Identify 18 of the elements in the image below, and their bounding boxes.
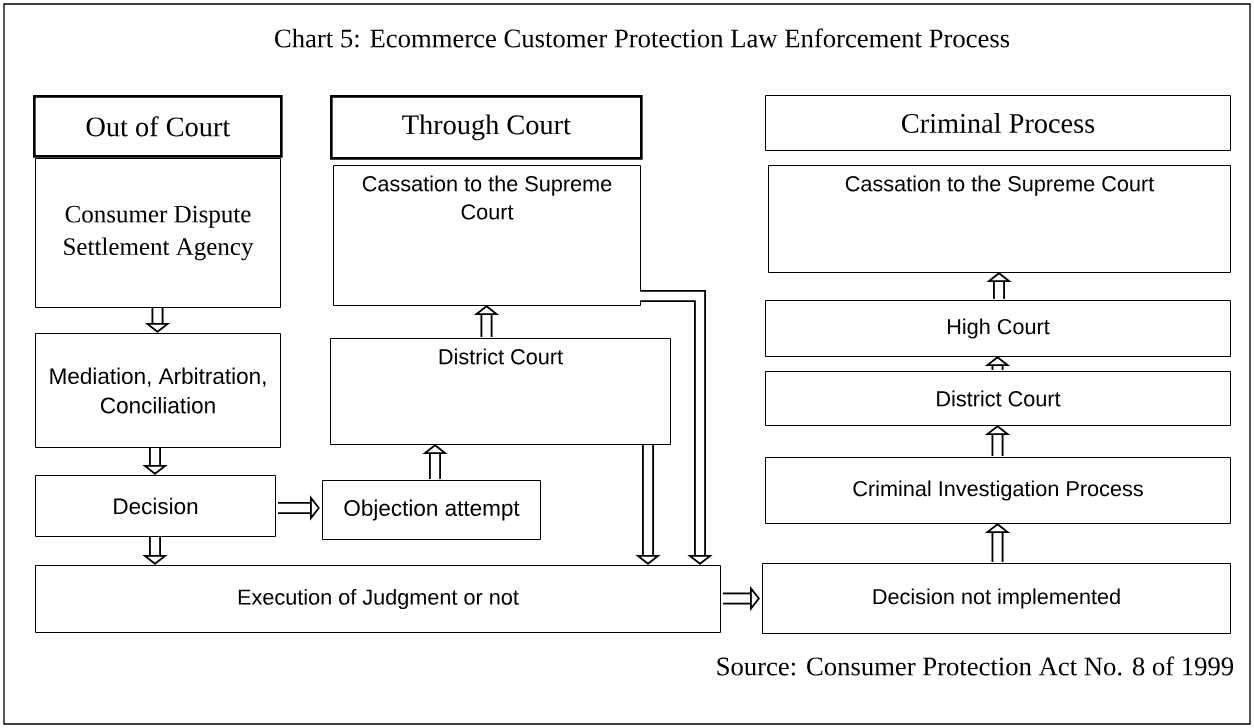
process-box: Mediation, Arbitration, Conciliation	[35, 333, 281, 448]
process-box: High Court	[765, 300, 1231, 357]
process-box: Decision not implemented	[762, 563, 1231, 634]
process-box: District Court	[330, 338, 671, 445]
source-note: Source: Consumer Protection Act No. 8 of 1999	[717, 656, 1234, 676]
process-box: Cassation to the Supreme Court	[768, 165, 1231, 273]
process-box: Decision	[35, 475, 276, 537]
block-arrow	[640, 290, 713, 565]
process-box: Consumer Dispute Settlement Agency	[35, 158, 281, 308]
column-header: Criminal Process	[765, 95, 1231, 151]
column-header: Through Court	[330, 95, 643, 160]
process-box: Criminal Investigation Process	[765, 457, 1231, 524]
chart-title: Chart 5: Ecommerce Customer Protection Law Enforcement Process	[275, 28, 1010, 48]
process-box: Objection attempt	[322, 480, 541, 540]
process-box: Execution of Judgment or not	[35, 565, 721, 633]
process-box: District Court	[765, 371, 1231, 426]
column-header: Out of Court	[33, 95, 283, 158]
process-box: Cassation to the Supreme Court	[333, 165, 641, 306]
